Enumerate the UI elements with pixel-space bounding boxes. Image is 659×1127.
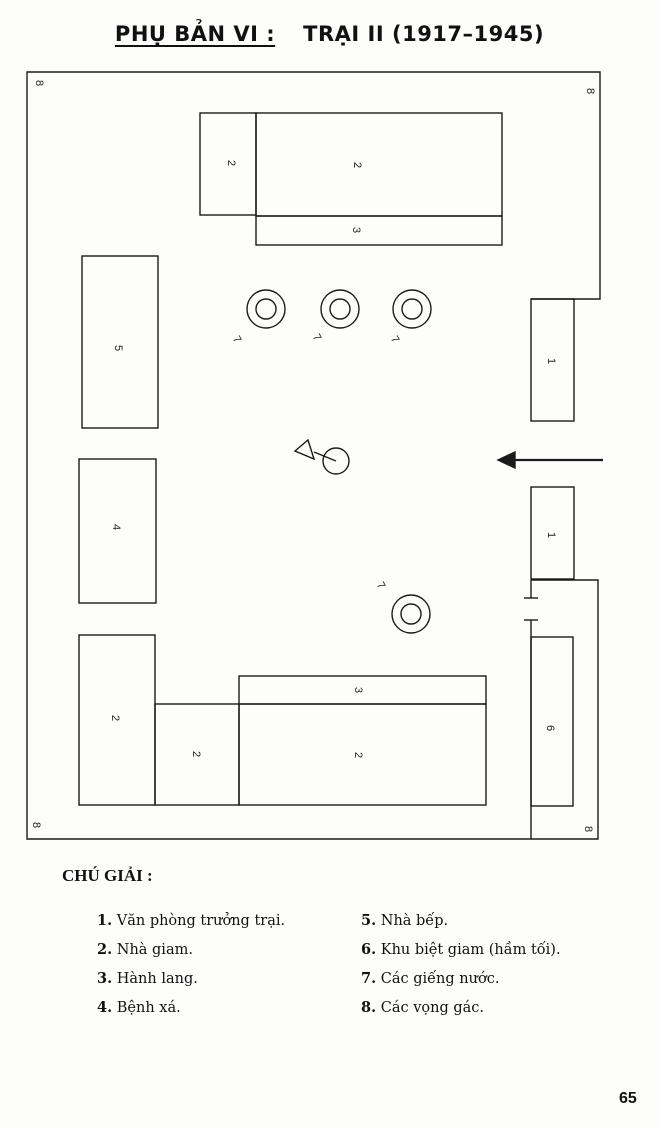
- label-prison-bottom-left: 2: [109, 715, 121, 721]
- label-well-1: 7: [230, 334, 243, 345]
- legend-item: 8. Các vọng gác.: [361, 999, 485, 1016]
- perimeter-wall: [26, 71, 601, 840]
- office-building-lower: [530, 486, 575, 580]
- label-prison-bottom-large: 2: [352, 752, 364, 758]
- office-building-upper: [530, 298, 575, 422]
- label-infirmary: 4: [110, 524, 122, 530]
- label-office-upper: 1: [545, 358, 557, 364]
- label-corridor-bottom: 3: [352, 687, 364, 693]
- kitchen-building: [81, 255, 159, 429]
- well-1: [246, 289, 286, 329]
- flagpole-icon: [293, 438, 350, 475]
- label-well-2: 7: [310, 332, 323, 343]
- legend-item: 7. Các giếng nước.: [361, 970, 500, 987]
- label-watchtower-bl: 8: [30, 822, 42, 828]
- label-well-3: 7: [388, 334, 401, 345]
- label-well-4: 7: [374, 580, 387, 591]
- label-office-lower: 1: [545, 532, 557, 538]
- label-prison-top-small: 2: [225, 160, 237, 166]
- label-watchtower-tl: 8: [33, 80, 45, 86]
- legend-item: 2. Nhà giam.: [97, 941, 193, 958]
- label-watchtower-br: 8: [582, 826, 594, 832]
- prison-building-top-large: [255, 112, 503, 217]
- label-kitchen: 5: [112, 345, 124, 351]
- label-watchtower-tr: 8: [584, 88, 596, 94]
- legend-item: 5. Nhà bếp.: [361, 912, 449, 929]
- label-prison-top-large: 2: [351, 162, 363, 168]
- title-plate-number: PHỤ BẢN VI :: [114, 22, 276, 46]
- title-camp-name: TRẠI II (1917–1945): [303, 22, 545, 46]
- isolation-block: [530, 636, 574, 807]
- label-isolation: 6: [544, 725, 556, 731]
- corridor-top: [255, 215, 503, 246]
- legend-item: 1. Văn phòng trưởng trại.: [97, 912, 286, 929]
- well-4: [391, 594, 431, 634]
- page-title: PHỤ BẢN VI : TRẠI II (1917–1945): [0, 22, 659, 46]
- well-3: [392, 289, 432, 329]
- camp-site-plan: 8 8 8 8 2 2 3 5 4 1 1 6 2 2 2 3 7 7 7 7: [26, 71, 603, 840]
- legend-title: CHÚ GIẢI :: [62, 866, 153, 885]
- entrance-arrow-icon: [496, 450, 603, 470]
- legend-item: 4. Bệnh xá.: [97, 999, 181, 1016]
- legend-item: 3. Hành lang.: [97, 970, 198, 987]
- infirmary-building: [78, 458, 157, 604]
- well-2: [320, 289, 360, 329]
- label-corridor-top: 3: [350, 227, 362, 233]
- page-number: 65: [619, 1090, 637, 1107]
- corridor-bottom: [238, 675, 487, 705]
- label-prison-bottom-middle: 2: [190, 751, 202, 757]
- legend-item: 6. Khu biệt giam (hầm tối).: [361, 941, 561, 958]
